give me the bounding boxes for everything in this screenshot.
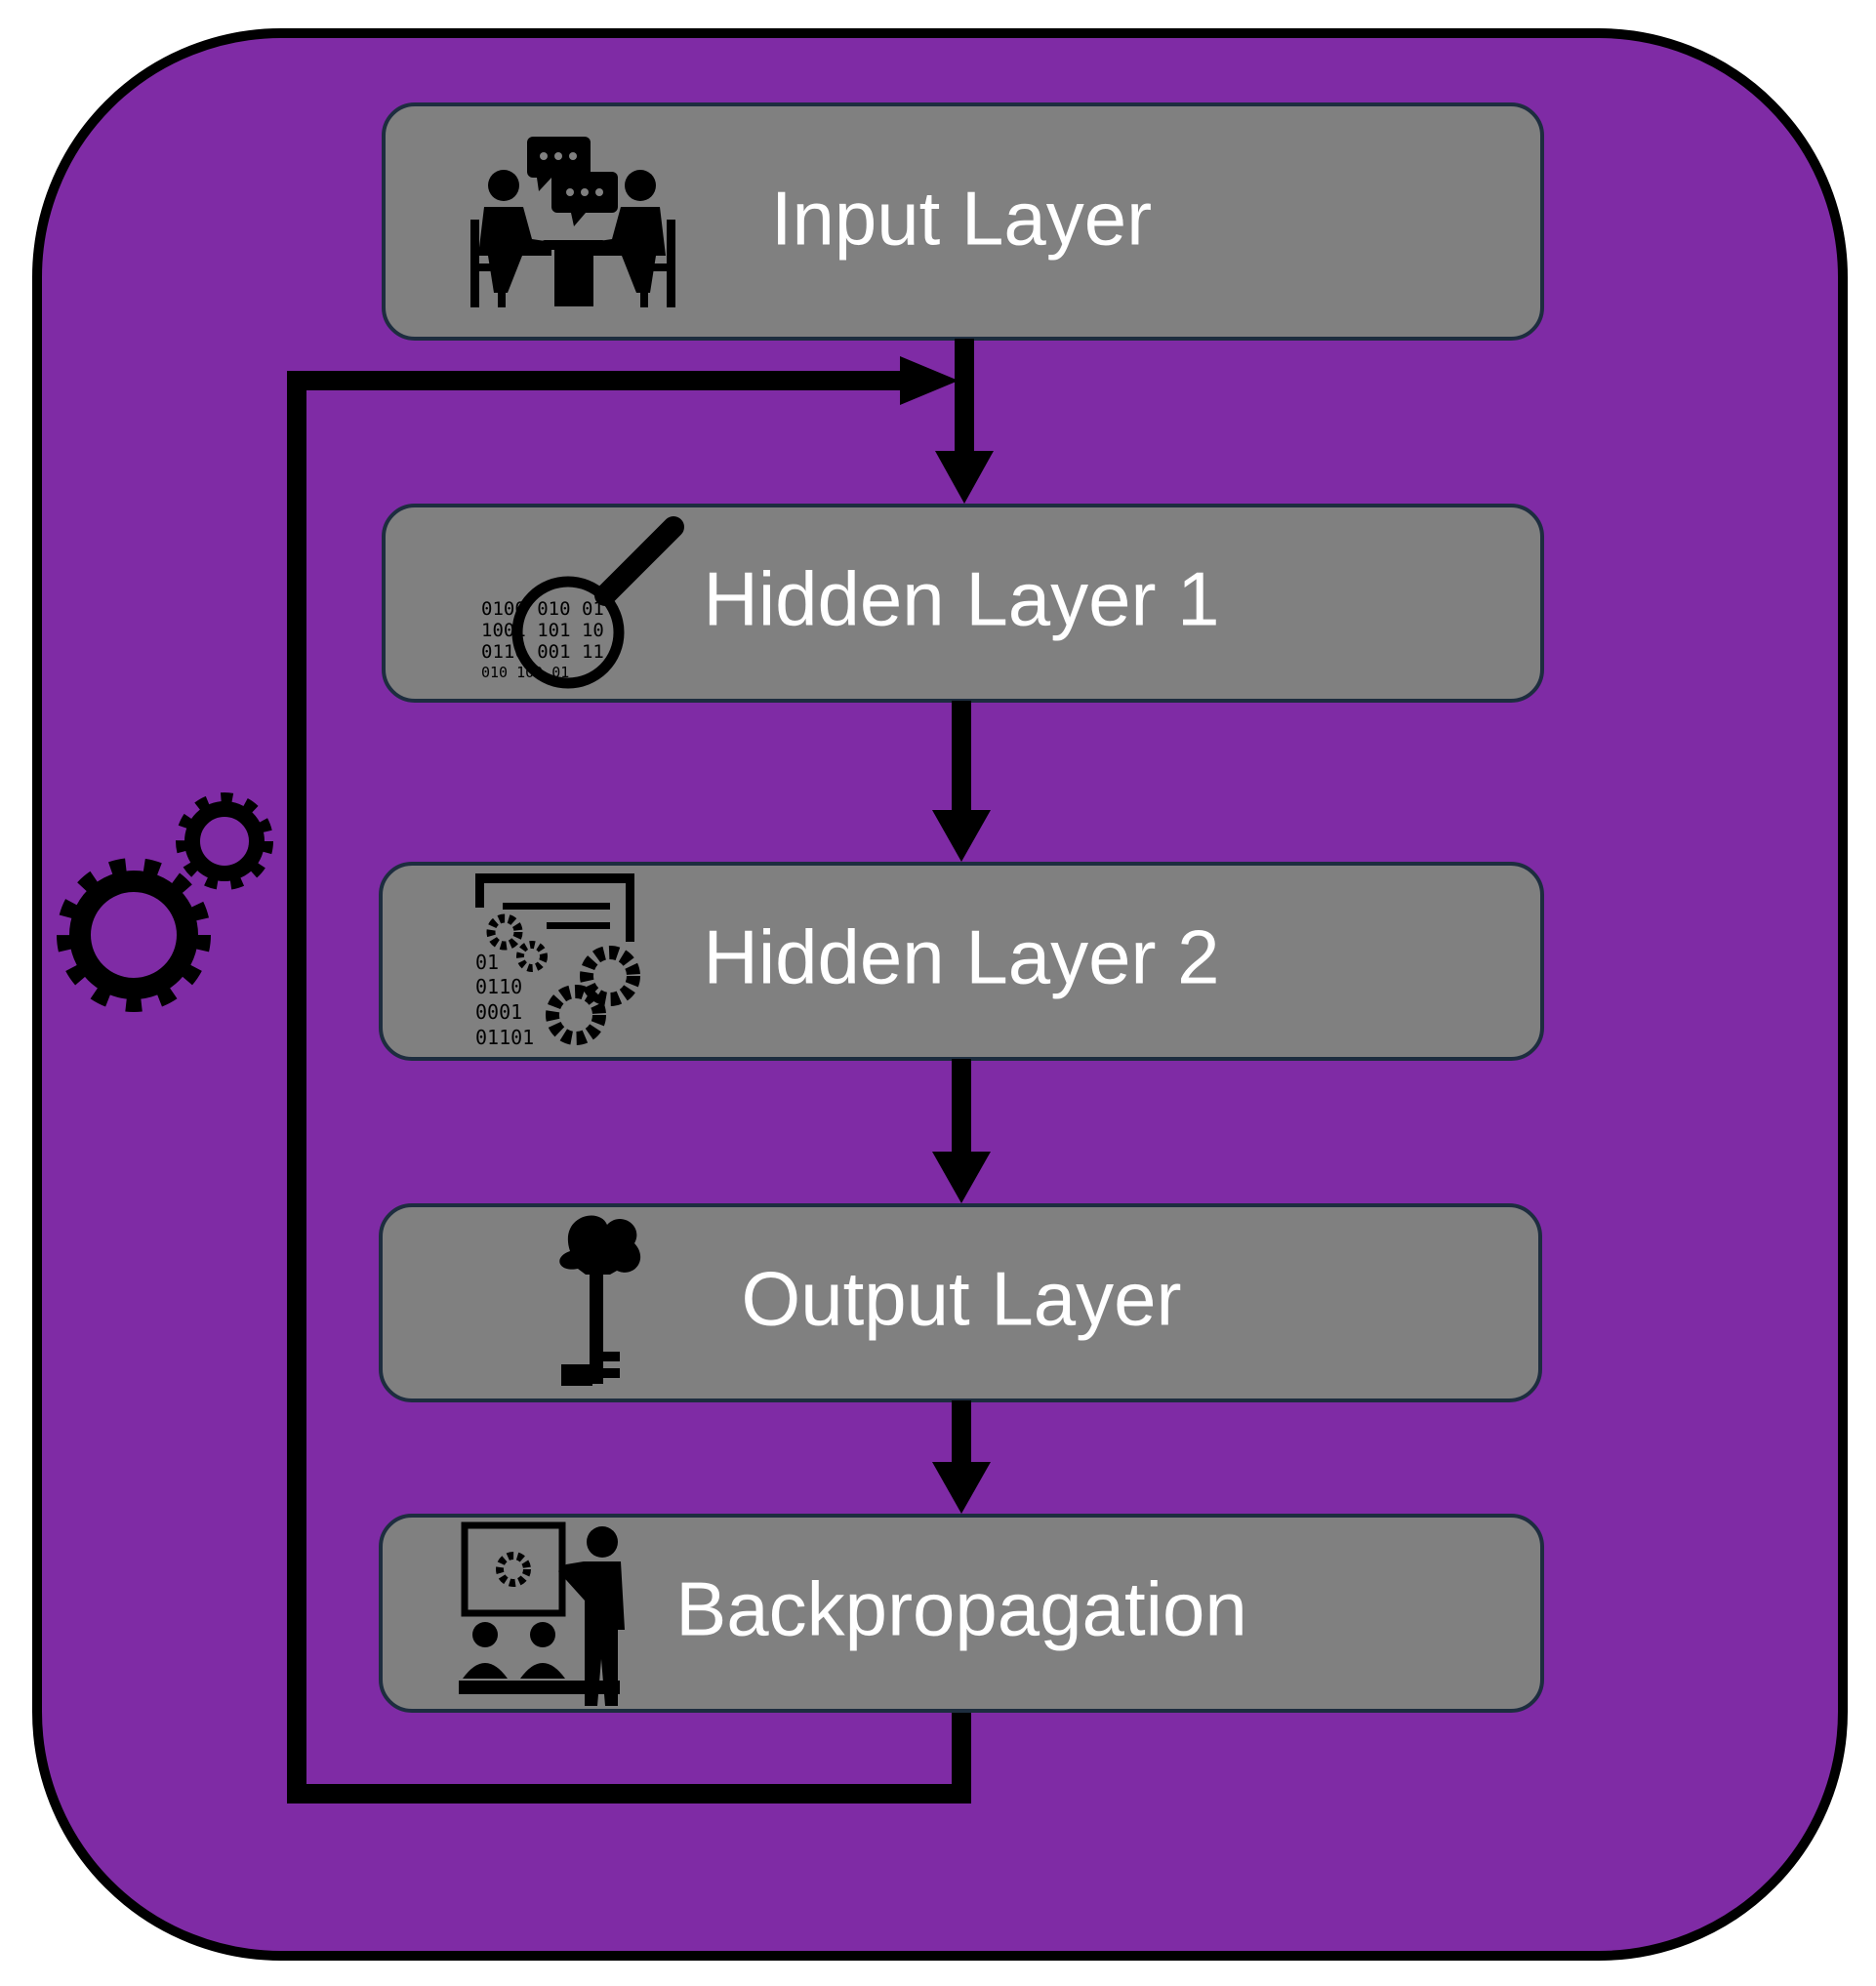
flow-arrow-hidden-2-to-output: [932, 1059, 991, 1203]
layer-box-hidden-2: Hidden Layer 2: [379, 862, 1544, 1061]
svg-text:0001: 0001: [475, 1000, 522, 1024]
svg-text:01: 01: [475, 951, 499, 974]
svg-text:0110: 0110: [475, 975, 522, 998]
binary-magnifier-icon: 0100 010 01 1001 101 10 0110 001 11 010 …: [481, 516, 684, 689]
layer-label-hidden-2: Hidden Layer 2: [703, 914, 1219, 1000]
layer-box-output: Output Layer: [379, 1203, 1542, 1402]
presentation-teacher-icon: [459, 1521, 625, 1706]
layer-label-hidden-1: Hidden Layer 1: [703, 556, 1219, 642]
flow-arrow-input-to-hidden-1: [935, 339, 994, 504]
flow-arrow-hidden-1-to-hidden-2: [932, 701, 991, 862]
layer-box-backpropagation-bg: [379, 1514, 1544, 1713]
layer-box-backpropagation: Backpropagation: [379, 1514, 1544, 1713]
meeting-people-icon: [470, 137, 675, 307]
gears-icon: [57, 792, 273, 1012]
svg-text:0100 010 01: 0100 010 01: [481, 598, 604, 620]
key-icon: [559, 1215, 641, 1386]
flow-arrow-output-to-backpropagation: [932, 1400, 991, 1514]
layer-label-input: Input Layer: [771, 176, 1152, 262]
svg-text:0110 001 11: 0110 001 11: [481, 641, 604, 663]
svg-text:1001 101 10: 1001 101 10: [481, 620, 604, 641]
feedback-arrowhead: [900, 356, 958, 405]
layer-label-backpropagation: Backpropagation: [675, 1566, 1246, 1652]
svg-text:01101: 01101: [475, 1026, 534, 1049]
layer-label-output: Output Layer: [742, 1256, 1182, 1342]
feedback-loop-line: [287, 371, 971, 1804]
binary-gears-icon: 01 0110 0001 01101: [475, 873, 640, 1049]
